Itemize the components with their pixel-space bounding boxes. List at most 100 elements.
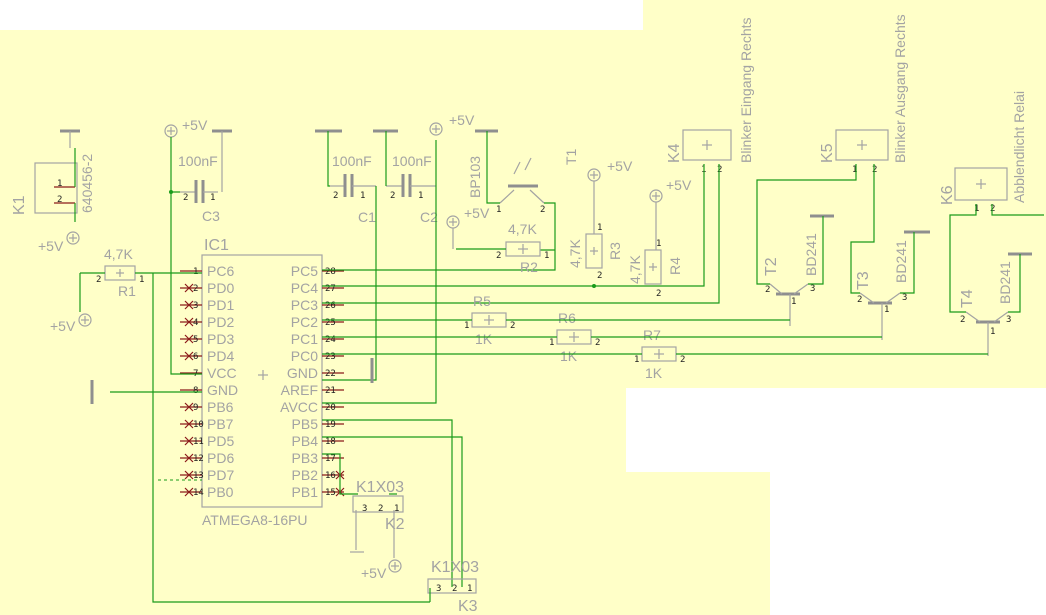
bp103-phototransistor[interactable]: BP103 T1 1 2 [467, 148, 579, 215]
k5-pin1: 1 [852, 165, 857, 175]
pin-label: PC2 [291, 314, 318, 330]
t4-pin1: 1 [990, 327, 995, 337]
k3-value: K1X03 [431, 559, 479, 576]
t4-name: T4 [959, 289, 976, 308]
r7-value: 1K [645, 365, 663, 381]
r2-value: 4,7K [508, 221, 537, 237]
pin-label: PB4 [292, 433, 319, 449]
no-connect-icon [184, 470, 194, 480]
r2-resistor[interactable]: 4,7K R2 2 1 [496, 221, 549, 275]
k2-name: K2 [385, 516, 405, 533]
t4-pin2: 2 [960, 315, 965, 325]
ic1-atmega8[interactable]: IC1 ATMEGA8-16PU PC61PD02PD13PD24PD35PD4… [180, 237, 345, 528]
t4-value: BD241 [997, 261, 1013, 304]
r3-pin1: 1 [597, 223, 602, 233]
k5-connector[interactable]: K5 Blinker Ausgang Rechts 1 2 [819, 14, 908, 175]
c1-capacitor[interactable]: 100nF C1 2 1 [330, 153, 376, 225]
k3-connector[interactable]: K1X03 K3 3 2 1 [427, 559, 479, 615]
pin-label: PC4 [291, 280, 318, 296]
pin-label: PD6 [207, 450, 234, 466]
t3-transistor[interactable]: T3 BD241 2 1 3 [855, 240, 909, 340]
k2-connector[interactable]: K1X03 K2 3 2 1 [352, 479, 405, 533]
c3-name: C3 [202, 208, 220, 224]
pin-number: 8 [193, 386, 198, 396]
c1-name: C1 [358, 209, 376, 225]
t1-name: T1 [563, 148, 579, 165]
no-connect-icon [184, 402, 194, 412]
vcc-symbol: +5V [164, 117, 208, 138]
no-connect-icon [184, 487, 194, 497]
pin-number: 12 [193, 454, 204, 464]
c3-pin1: 1 [210, 193, 215, 203]
t3-pin3: 3 [902, 293, 907, 303]
r1-name: R1 [118, 283, 136, 299]
ic1-pin-avcc[interactable]: AVCC 20 [280, 399, 344, 415]
r7-resistor[interactable]: R7 1K 1 2 [634, 327, 685, 381]
t3-pin1: 1 [884, 305, 889, 315]
t4-transistor[interactable]: T4 BD241 2 1 3 [959, 261, 1013, 356]
no-connect-icon [184, 317, 194, 327]
t2-pin3: 3 [810, 284, 815, 294]
c2-capacitor[interactable]: 100nF C2 2 1 [386, 153, 438, 225]
pin-number: 9 [193, 403, 198, 413]
r3-resistor[interactable]: 4,7K R3 1 2 [567, 223, 623, 281]
r6-name: R6 [558, 310, 576, 326]
c2-value: 100nF [392, 153, 432, 169]
k1-value: 640456-2 [79, 154, 95, 213]
c3-capacitor[interactable]: 100nF C3 2 1 [178, 153, 220, 224]
r2-pin1: 1 [544, 251, 549, 261]
r4-value: 4,7K [627, 255, 643, 284]
t2-transistor[interactable]: T2 BD241 2 1 3 [763, 233, 819, 326]
k6-pin1: 1 [974, 204, 979, 214]
r1-resistor[interactable]: 4,7K R1 2 1 [96, 246, 144, 299]
r3-pin2: 2 [597, 271, 602, 281]
c1-pin2: 2 [333, 191, 338, 201]
ic1-value: ATMEGA8-16PU [202, 512, 308, 528]
r2-pin2: 2 [496, 251, 501, 261]
pin-number: 16 [325, 471, 336, 481]
k6-pin2: 2 [990, 204, 995, 214]
r6-value: 1K [560, 348, 578, 364]
no-connect-icon [184, 453, 194, 463]
r5-pin2: 2 [510, 321, 515, 331]
vcc-symbol: +5V [50, 313, 92, 334]
r3-value: 4,7K [567, 239, 583, 268]
r4-resistor[interactable]: 4,7K R4 1 2 [627, 239, 683, 299]
pin-label: PC0 [291, 348, 318, 364]
pin-number: 4 [193, 318, 198, 328]
k6-connector[interactable]: K6 Abblendlicht Relai 1 2 [939, 91, 1027, 214]
t2-value: BD241 [803, 233, 819, 276]
k1-power-connector[interactable]: 1 2 K1 640456-2 [11, 154, 95, 215]
c2-pin2: 2 [390, 191, 395, 201]
pin-label: AVCC [280, 399, 318, 415]
k6-name: K6 [939, 185, 956, 205]
r3-name: R3 [607, 242, 623, 260]
r5-resistor[interactable]: R5 1K 1 2 [464, 293, 515, 347]
k3-name: K3 [458, 598, 478, 615]
pin-number: 20 [325, 403, 336, 413]
